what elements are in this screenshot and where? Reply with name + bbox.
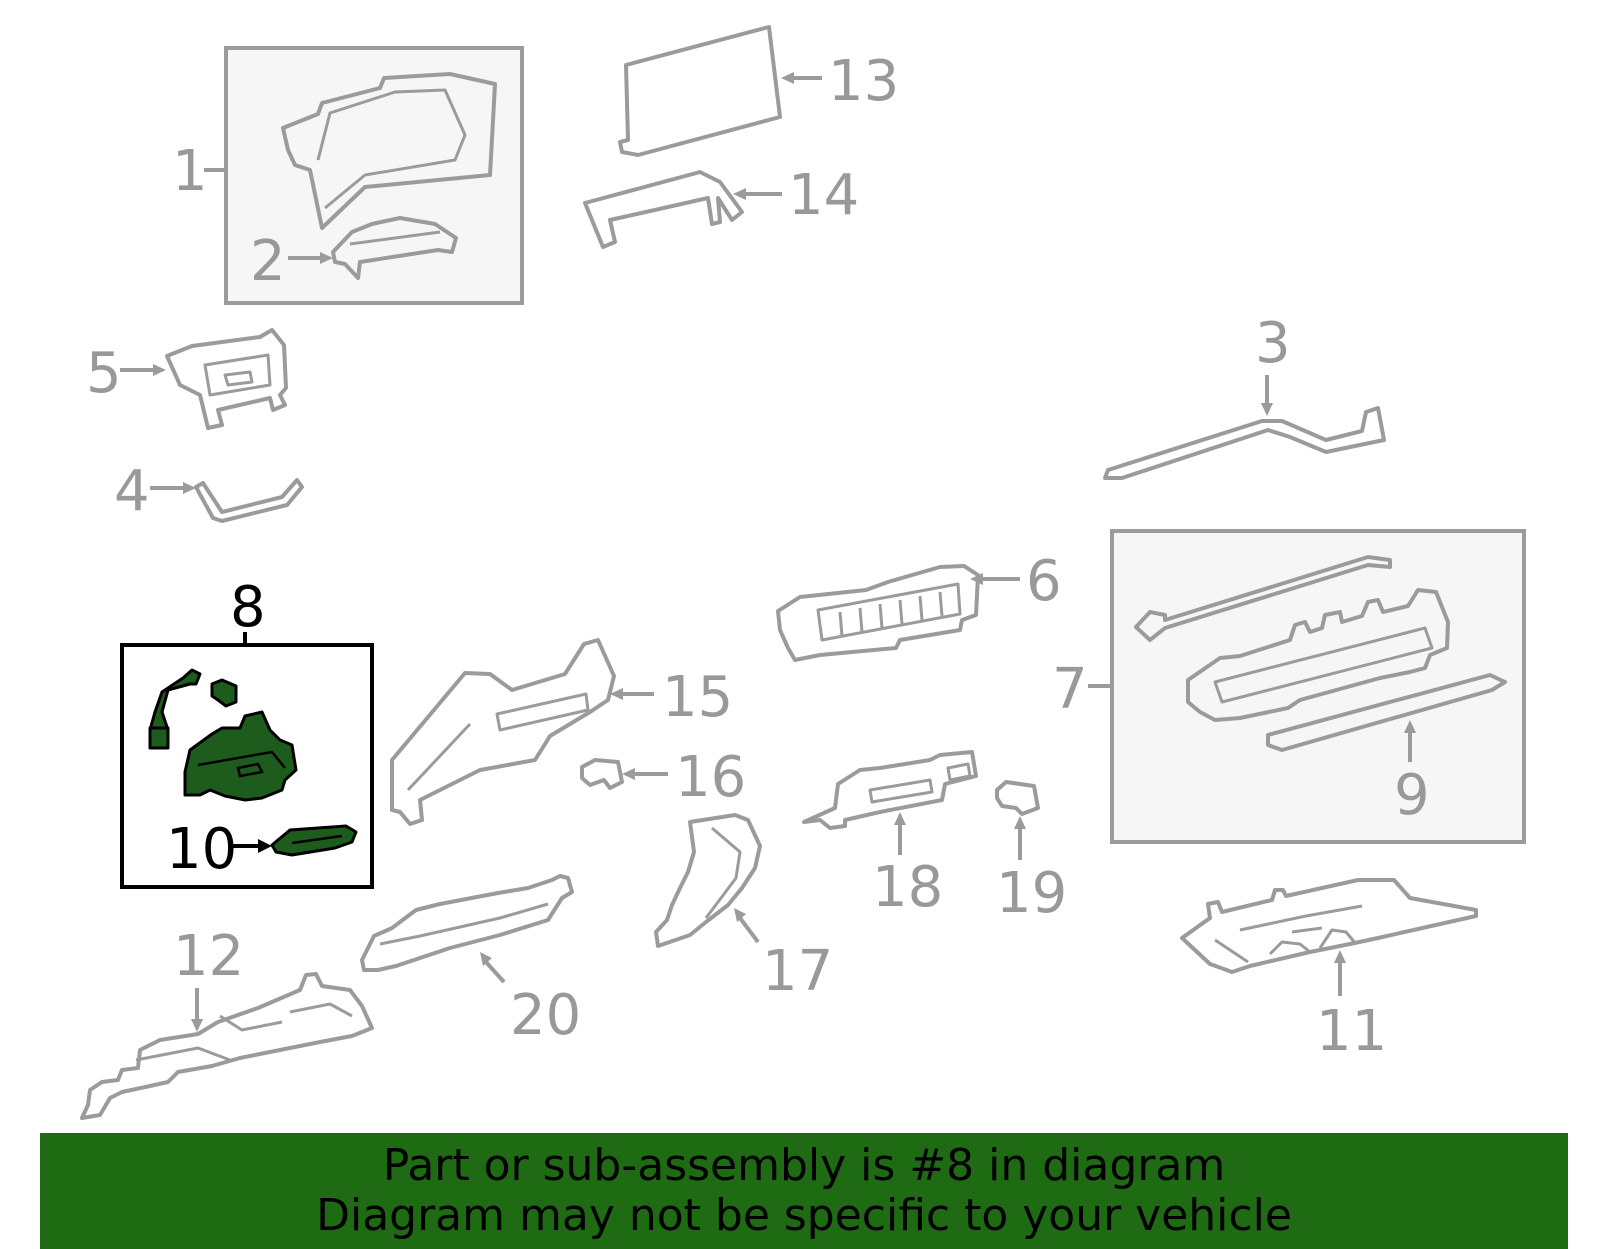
- part-group-1[interactable]: 1 2: [172, 46, 524, 305]
- part-6[interactable]: 6: [776, 549, 1062, 662]
- callout-17: 17: [762, 939, 833, 1004]
- part-17-kick-panel[interactable]: [654, 813, 762, 948]
- callout-15: 15: [662, 665, 733, 730]
- part-2-cluster-bezel[interactable]: [331, 216, 458, 280]
- part-8-connector[interactable]: [210, 678, 238, 708]
- part-4[interactable]: 4: [114, 459, 304, 524]
- part-13-display[interactable]: [618, 25, 782, 157]
- part-5-switch-panel[interactable]: [165, 328, 288, 430]
- callout-18: 18: [872, 855, 943, 920]
- callout-12: 12: [173, 924, 244, 989]
- callout-16: 16: [675, 745, 746, 810]
- callout-13: 13: [828, 49, 899, 114]
- part-18-switch-bezel[interactable]: [802, 750, 978, 830]
- part-15[interactable]: 15: [390, 638, 733, 826]
- callout-3: 3: [1255, 311, 1291, 376]
- part-12[interactable]: 12: [80, 924, 374, 1120]
- part-11[interactable]: 11: [1180, 878, 1478, 1064]
- part-6-air-vent[interactable]: [776, 564, 980, 662]
- callout-19: 19: [996, 861, 1067, 926]
- part-20-lower-trim[interactable]: [360, 874, 574, 972]
- banner-line-1: Part or sub-assembly is #8 in diagram: [382, 1140, 1226, 1191]
- callout-8: 8: [230, 575, 266, 640]
- part-14[interactable]: 14: [583, 163, 859, 249]
- part-19-clip[interactable]: [995, 780, 1040, 816]
- part-16-clip[interactable]: [580, 758, 624, 790]
- part-4-trim-strip[interactable]: [194, 478, 304, 523]
- callout-20: 20: [510, 983, 581, 1048]
- part-8-switch-assembly[interactable]: [183, 710, 298, 802]
- info-banner: Part or sub-assembly is #8 in diagram Di…: [40, 1133, 1568, 1249]
- part-20[interactable]: 20: [360, 874, 581, 1048]
- callout-14: 14: [788, 163, 859, 228]
- callout-10: 10: [166, 817, 237, 882]
- part-14-bracket[interactable]: [583, 170, 744, 249]
- banner-line-2: Diagram may not be specific to your vehi…: [316, 1190, 1292, 1241]
- callout-5: 5: [86, 341, 122, 406]
- part-7-dash-trim[interactable]: [1186, 588, 1450, 722]
- callout-11: 11: [1316, 999, 1387, 1064]
- part-12-lower-panel[interactable]: [80, 972, 374, 1120]
- callout-6: 6: [1026, 549, 1062, 614]
- part-18[interactable]: 18: [802, 750, 978, 920]
- part-17[interactable]: 17: [654, 813, 833, 1004]
- callout-2: 2: [250, 229, 286, 294]
- part-19[interactable]: 19: [995, 780, 1067, 926]
- part-3-panel-rail[interactable]: [1103, 406, 1386, 480]
- part-1-cluster-hood[interactable]: [281, 72, 497, 230]
- callout-7: 7: [1052, 657, 1088, 722]
- callout-9: 9: [1394, 763, 1430, 828]
- part-5[interactable]: 5: [86, 328, 288, 430]
- part-group-7[interactable]: 7 9: [1052, 529, 1526, 844]
- part-11-glove-box[interactable]: [1180, 878, 1478, 974]
- part-16[interactable]: 16: [580, 745, 746, 810]
- part-3[interactable]: 3: [1103, 311, 1386, 480]
- part-15-side-panel[interactable]: [390, 638, 616, 826]
- callout-4: 4: [114, 459, 150, 524]
- callout-1: 1: [172, 139, 208, 204]
- part-7-rail[interactable]: [1134, 555, 1392, 642]
- part-9-trim-strip[interactable]: [1266, 673, 1507, 752]
- part-13[interactable]: 13: [618, 25, 899, 157]
- part-group-8-highlighted[interactable]: 8 10: [120, 575, 374, 889]
